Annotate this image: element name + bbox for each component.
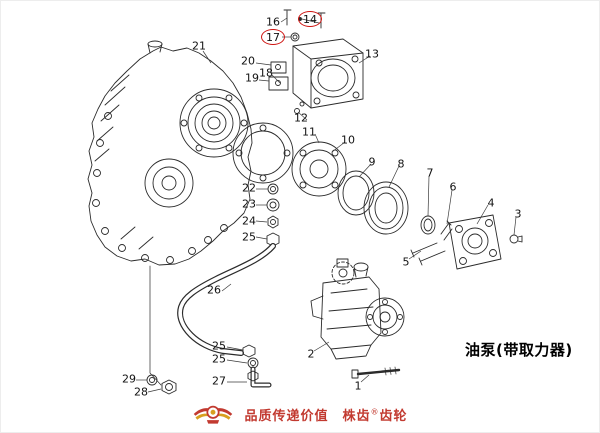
footer-slogan-text: 品质传递价值 (244, 408, 329, 424)
footer-brand-suffix: 齿轮 (379, 408, 408, 424)
footer-slogan: 品质传递价值株齿®齿轮 (244, 405, 408, 424)
diagram-title: 油泵(带取力器) (465, 341, 573, 359)
footer: 品质传递价值株齿®齿轮 (1, 401, 599, 427)
footer-registered-mark: ® (370, 407, 380, 417)
footer-brand-text: 株齿 (342, 408, 371, 424)
brand-logo-icon (194, 405, 233, 424)
